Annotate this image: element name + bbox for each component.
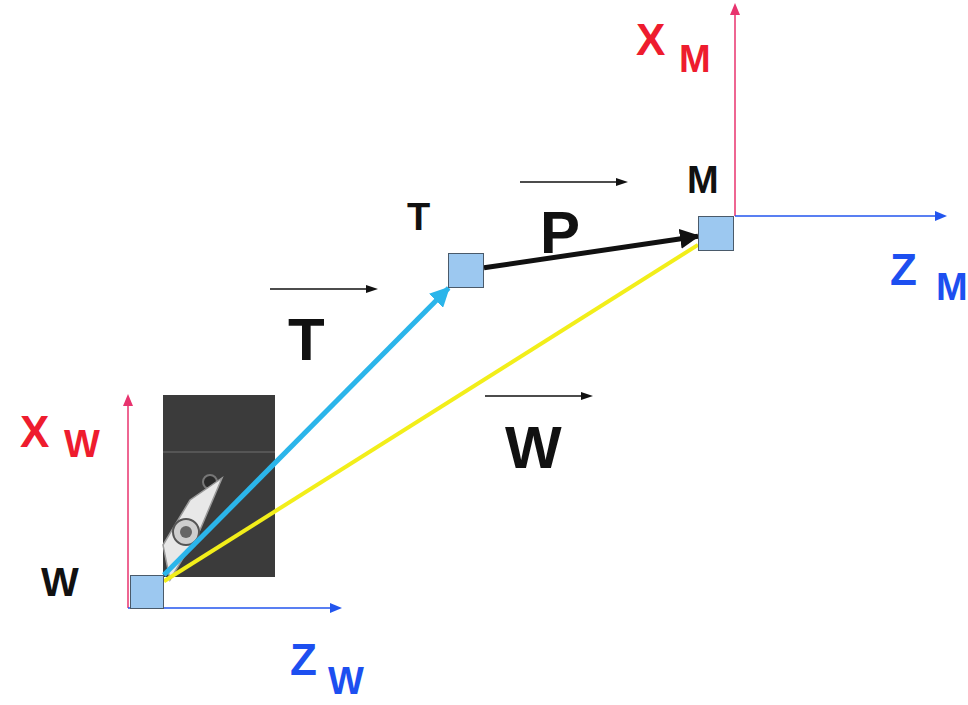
axis-label: Z xyxy=(290,638,317,682)
x-axis xyxy=(127,402,129,608)
axis-label: W xyxy=(328,662,364,700)
axis-head xyxy=(730,3,740,15)
axis-label: W xyxy=(64,425,100,463)
point-marker: W xyxy=(130,575,164,609)
vector-line xyxy=(164,288,449,575)
point-marker: T xyxy=(448,253,484,288)
point-label: T xyxy=(407,198,430,236)
vector-arrow-head xyxy=(581,392,593,400)
axis-label: X xyxy=(636,18,665,62)
point-label: W xyxy=(41,562,79,602)
x-axis xyxy=(734,12,736,216)
vector-arrow xyxy=(485,395,583,397)
axis-head xyxy=(330,603,342,613)
holder-edge xyxy=(163,451,275,453)
vector-arrow xyxy=(520,181,618,183)
vector-line xyxy=(164,245,698,581)
axis-head xyxy=(123,394,133,406)
vector-arrow-head xyxy=(616,178,628,186)
vector-label: W xyxy=(505,418,562,478)
axis-label: M xyxy=(936,268,968,306)
vector-arrow xyxy=(270,288,368,290)
z-axis xyxy=(735,215,937,217)
vector-arrow-head xyxy=(366,285,378,293)
axis-label: X xyxy=(20,410,49,454)
insert-screw-head xyxy=(180,526,192,538)
vector-label: P xyxy=(540,203,580,263)
point-label: M xyxy=(687,161,719,199)
axis-head xyxy=(935,211,947,221)
axis-label: M xyxy=(679,40,711,78)
axis-label: Z xyxy=(890,248,917,292)
vector-label: T xyxy=(288,310,325,370)
point-marker: M xyxy=(698,216,734,251)
